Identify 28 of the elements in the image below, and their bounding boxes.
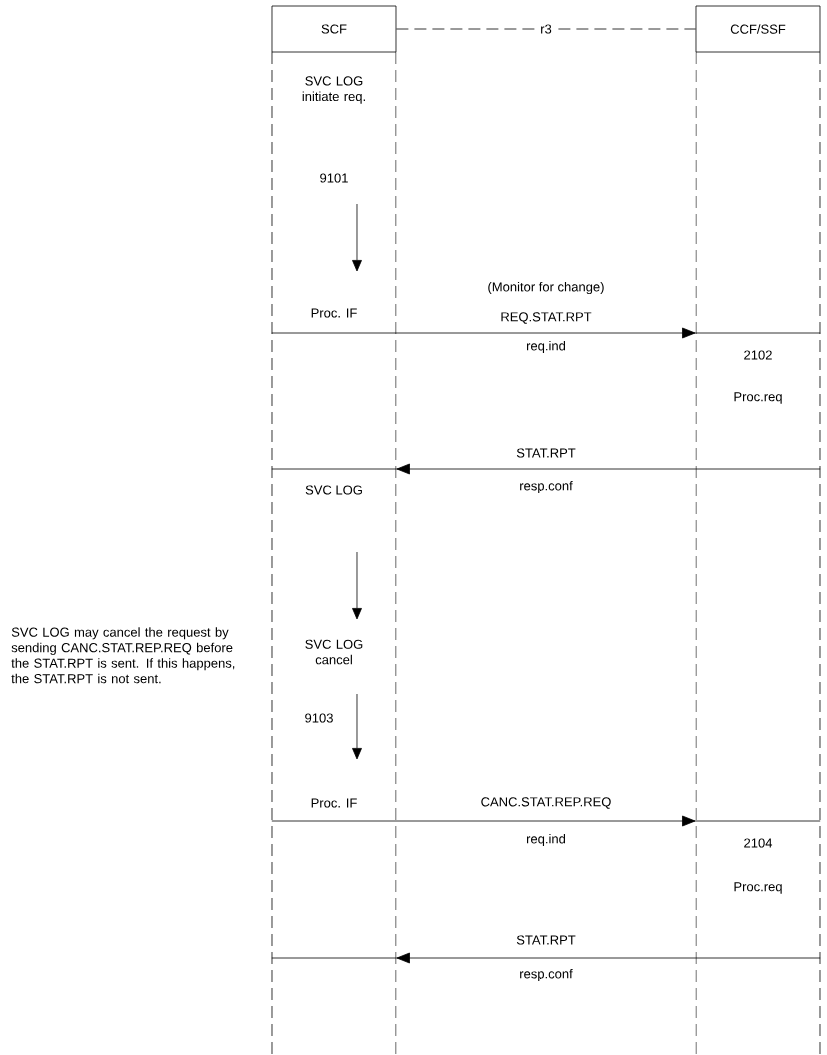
message-text: (Monitor for change) xyxy=(488,281,604,295)
lane-text: 2104 xyxy=(744,838,773,848)
lane-text: SVC LOG cancel xyxy=(305,639,363,665)
edge-label: REQ.STAT.RPT xyxy=(499,311,593,325)
message-text: req.ind xyxy=(527,340,566,354)
lane-text: Proc. IF xyxy=(311,798,357,808)
edge-label: CANC.STAT.REP.REQ xyxy=(479,796,613,810)
entity-box: CCF/SSF xyxy=(695,5,821,53)
lane-text: Proc.req xyxy=(734,882,782,894)
lane-text: 9103 xyxy=(305,713,333,723)
lane-text: SVC LOG initiate req. xyxy=(302,76,365,104)
entity-box: SCF xyxy=(271,5,397,53)
message-arrow xyxy=(271,815,821,827)
edge-label: STAT.RPT xyxy=(515,934,577,946)
lane-text: Proc. IF xyxy=(311,308,357,318)
edge-label: r3 xyxy=(538,22,554,36)
message-text: resp.conf xyxy=(520,968,573,982)
note-text: SVC LOG may cancel the request by sending CANC.STAT.REP.REQ before the STAT.RPT is sent. If this happens, the STAT.RPT is not sent. xyxy=(11,627,235,684)
message-arrow xyxy=(271,463,821,475)
lane-text: SVC LOG xyxy=(305,485,362,495)
message-text: req.ind xyxy=(527,833,566,847)
edge-label: STAT.RPT xyxy=(515,447,577,459)
lane-text: Proc.req xyxy=(734,392,782,404)
message-arrow xyxy=(271,952,821,964)
message-text: resp.conf xyxy=(520,480,573,494)
lane-text: 2102 xyxy=(744,350,772,360)
lane-text: 9101 xyxy=(320,173,348,183)
message-arrow xyxy=(271,327,821,339)
